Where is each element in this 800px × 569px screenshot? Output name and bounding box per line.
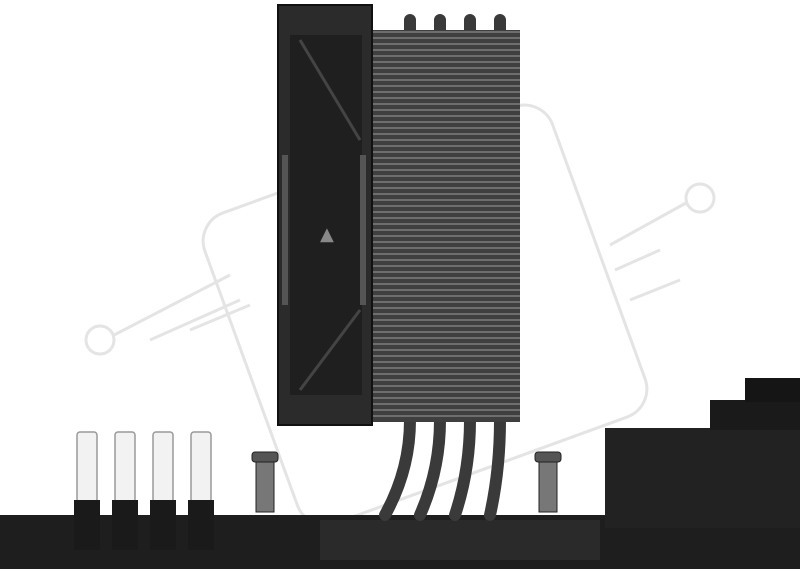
cooling-fan: ▲ <box>277 4 373 426</box>
heatsink-fins <box>372 30 520 422</box>
ram-slot-clips <box>74 431 214 550</box>
board <box>0 378 800 569</box>
fan-logo-icon: ▲ <box>320 224 334 245</box>
mounting-springs <box>251 451 562 513</box>
